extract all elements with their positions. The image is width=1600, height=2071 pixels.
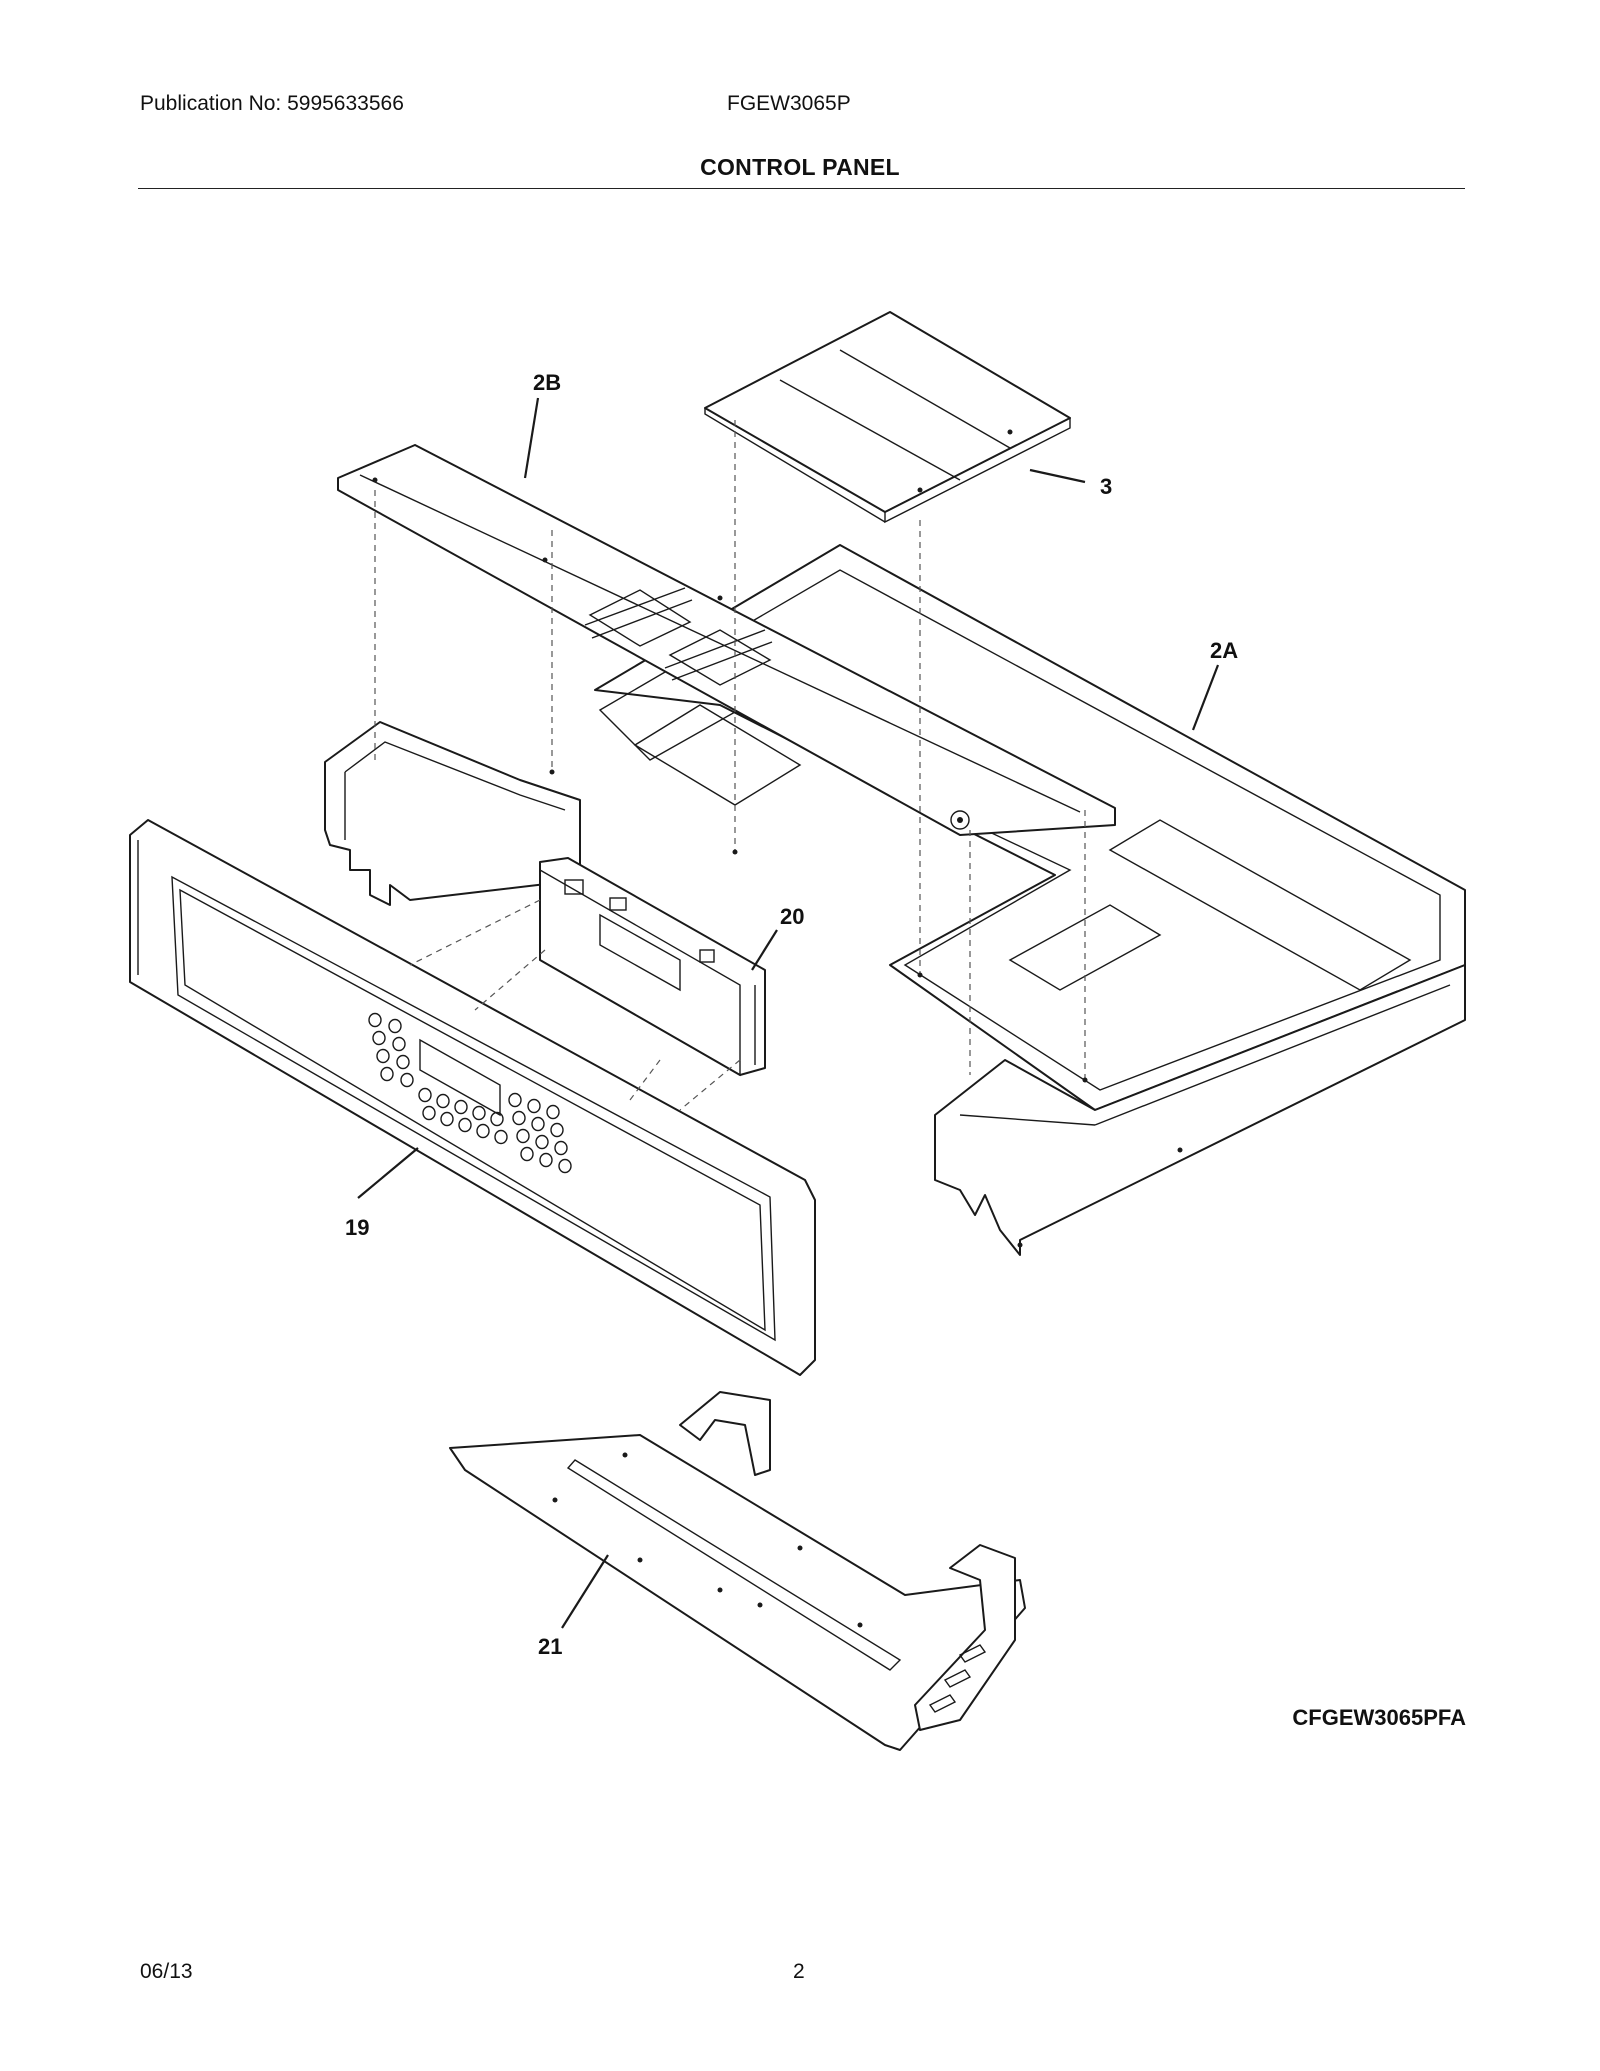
- title-rule: [138, 188, 1465, 189]
- keypad-button: [418, 1087, 432, 1103]
- callout-21: 21: [538, 1634, 562, 1659]
- left-bracket: [324, 721, 581, 906]
- keypad-button: [550, 1122, 564, 1138]
- callout-2A: 2A: [1210, 638, 1238, 663]
- keypad-button: [380, 1066, 394, 1082]
- page-title: CONTROL PANEL: [700, 154, 900, 180]
- part-19-console: [129, 819, 816, 1376]
- keypad-button: [436, 1093, 450, 1109]
- keypad-button: [400, 1072, 414, 1088]
- part-3-cover: [704, 311, 1071, 524]
- callout-20: 20: [780, 904, 804, 929]
- keypad-button: [392, 1036, 406, 1052]
- keypad-button: [454, 1099, 468, 1115]
- keypad-button: [472, 1105, 486, 1121]
- part-21-bottom-bracket: [449, 1391, 1026, 1751]
- part-20-control-board: [539, 857, 766, 1077]
- footer-date: 06/13: [140, 1960, 193, 1983]
- keypad-button: [520, 1146, 534, 1162]
- keypad-button: [440, 1111, 454, 1127]
- keypad-button: [527, 1098, 541, 1114]
- keypad-button: [546, 1104, 560, 1120]
- keypad-button: [376, 1048, 390, 1064]
- alignment-lines: [374, 420, 1088, 1111]
- keypad-button: [535, 1134, 549, 1150]
- keypad-button: [558, 1158, 572, 1174]
- keypad-button: [490, 1111, 504, 1127]
- page-number: 2: [793, 1960, 805, 1983]
- keypad-button: [516, 1128, 530, 1144]
- keypad-button: [422, 1105, 436, 1121]
- callout-19: 19: [345, 1215, 369, 1240]
- keypad-button: [458, 1117, 472, 1133]
- keypad-button: [368, 1012, 382, 1028]
- keypad-button: [531, 1116, 545, 1132]
- figure-id: CFGEW3065PFA: [1292, 1705, 1466, 1730]
- keypad-button: [539, 1152, 553, 1168]
- keypad-button: [512, 1110, 526, 1126]
- part-2B-trim: [337, 444, 1116, 836]
- leader-lines: [357, 397, 1220, 1629]
- model-number: FGEW3065P: [727, 92, 851, 115]
- keypad-buttons: [368, 1012, 572, 1174]
- publication-number: Publication No: 5995633566: [140, 92, 404, 115]
- keypad-button: [476, 1123, 490, 1139]
- keypad-button: [554, 1140, 568, 1156]
- keypad-button: [372, 1030, 386, 1046]
- callout-3: 3: [1100, 474, 1112, 499]
- callout-2B: 2B: [533, 370, 561, 395]
- keypad-button: [388, 1018, 402, 1034]
- keypad-button: [396, 1054, 410, 1070]
- keypad-button: [494, 1129, 508, 1145]
- keypad-button: [508, 1092, 522, 1108]
